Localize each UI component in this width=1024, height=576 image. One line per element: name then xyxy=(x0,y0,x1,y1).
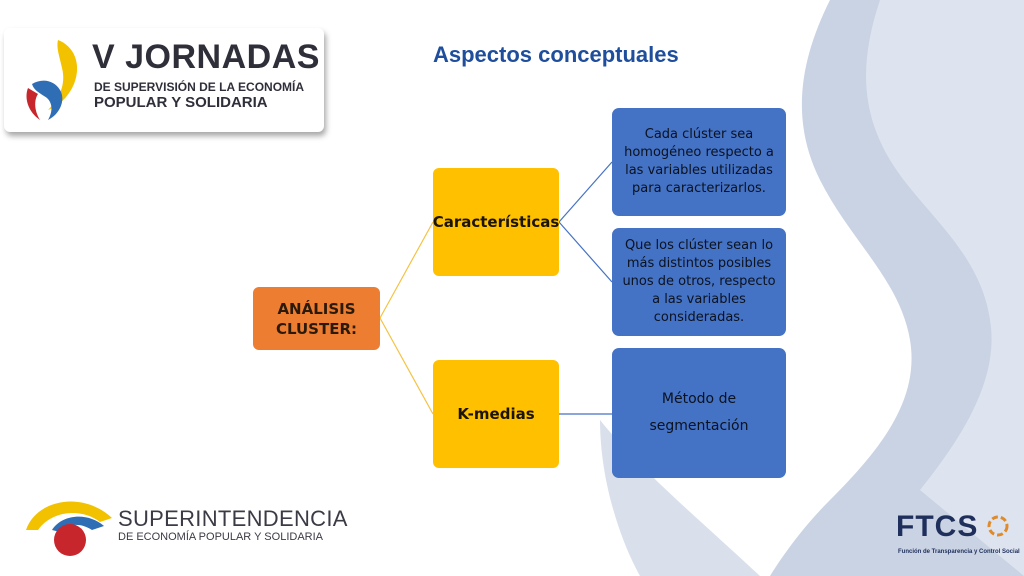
connector-branch1-leaf1 xyxy=(558,161,613,223)
node-distintos: Que los clúster sean lo más distintos po… xyxy=(612,228,786,336)
jornadas-subtitle-2: POPULAR Y SOLIDARIA xyxy=(94,94,268,111)
jornadas-title: V JORNADAS xyxy=(92,38,320,76)
jornadas-logo: V JORNADAS DE SUPERVISIÓN DE LA ECONOMÍA… xyxy=(4,28,324,132)
superintendencia-logo-mark-icon xyxy=(26,501,112,556)
node-metodo-line1: Método de xyxy=(661,391,737,407)
node-metodo-line2: segmentación xyxy=(649,418,749,434)
ftcs-subtitle: Función de Transparencia y Control Socia… xyxy=(898,549,1020,555)
node-caracteristicas: Características xyxy=(433,168,559,276)
node-k-medias: K-medias xyxy=(433,360,559,468)
ftcs-logo-text: FTCS xyxy=(896,510,979,543)
connector-root-branch2 xyxy=(379,317,434,415)
node-metodo-segmentacion: Método de segmentación xyxy=(612,348,786,478)
ftcs-ring-icon xyxy=(987,515,1009,537)
node-homogeneo: Cada clúster sea homogéneo respecto a la… xyxy=(612,108,786,216)
jornadas-logo-mark-icon xyxy=(26,40,78,120)
jornadas-subtitle-1: DE SUPERVISIÓN DE LA ECONOMÍA xyxy=(94,80,305,94)
superintendencia-title: SUPERINTENDENCIA xyxy=(118,506,348,531)
superintendencia-subtitle: DE ECONOMÍA POPULAR Y SOLIDARIA xyxy=(118,531,323,543)
slide-title: Aspectos conceptuales xyxy=(433,42,679,67)
node-analisis-cluster: ANÁLISIS CLUSTER: xyxy=(253,287,380,350)
connector-root-branch1 xyxy=(379,221,434,319)
connector-branch1-leaf2 xyxy=(558,221,613,283)
